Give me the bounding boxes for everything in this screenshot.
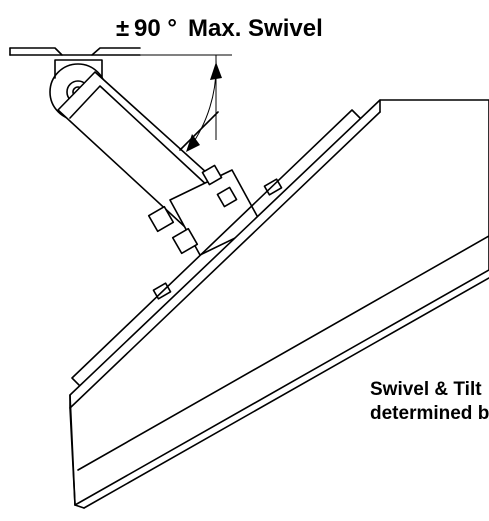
swivel-angle-arc [186, 59, 222, 152]
monitor-body [69, 99, 489, 509]
wall-bracket [9, 47, 141, 56]
note-line-2: determined b [370, 403, 489, 424]
note-line-1: Swivel & Tilt [370, 379, 482, 400]
swivel-label: Max. Swivel [188, 15, 323, 42]
swivel-plus-minus: ± [116, 15, 129, 42]
swivel-angle-value: 90 ° [134, 15, 177, 42]
